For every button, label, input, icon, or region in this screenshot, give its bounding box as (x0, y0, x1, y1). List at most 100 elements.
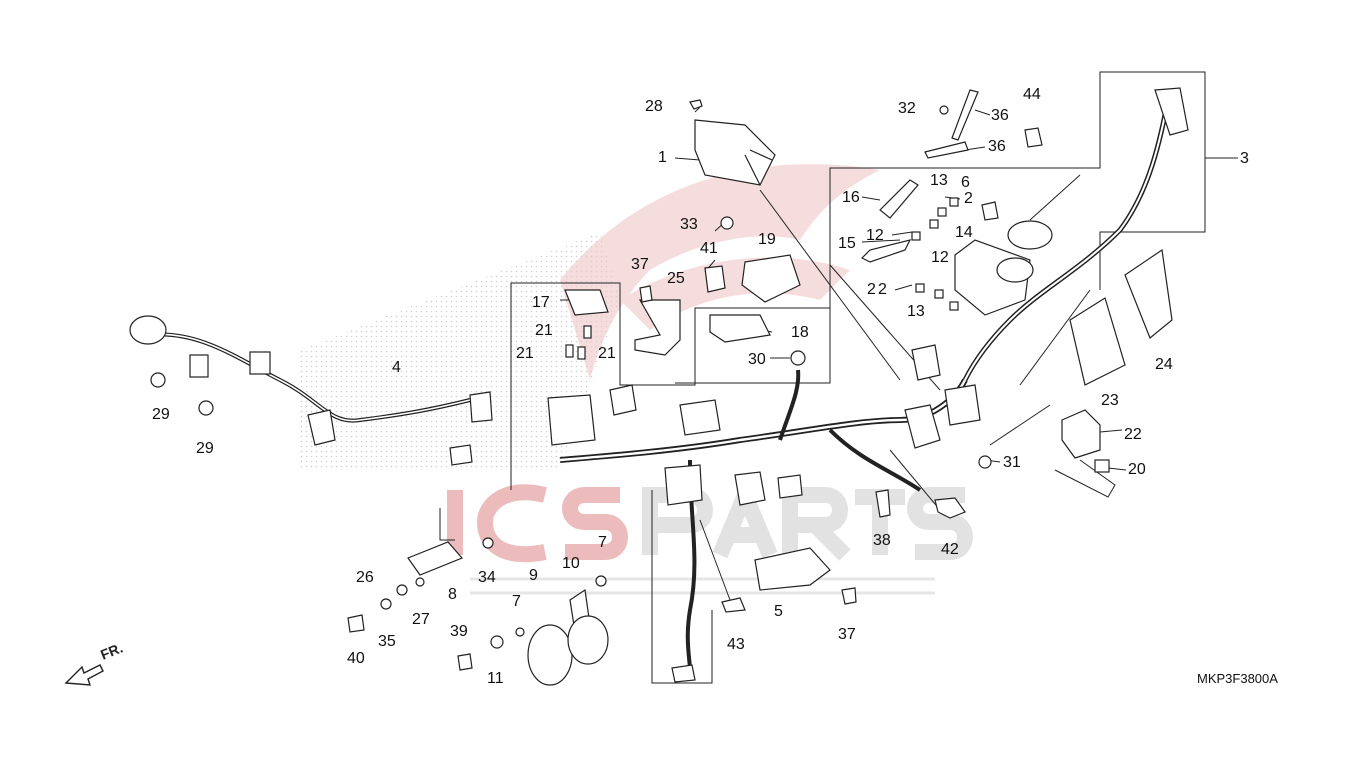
washer-35 (380, 598, 392, 610)
coupler-a (547, 394, 596, 446)
callout-1: 1 (658, 149, 667, 166)
callout-18: 18 (791, 324, 809, 341)
washer-27 (415, 577, 425, 587)
clamp-42 (934, 497, 966, 519)
strap-36a (951, 89, 979, 141)
callout-13: 13 (930, 172, 948, 189)
callout-13: 13 (907, 303, 925, 320)
watermark (300, 164, 973, 595)
callout-8: 8 (448, 586, 457, 603)
callout-29: 29 (196, 440, 214, 457)
coupler-4c (307, 409, 336, 446)
coupler-c (664, 464, 703, 506)
callout-2: 2 (867, 281, 876, 298)
callout-33: 33 (680, 216, 698, 233)
bolt-37a (639, 285, 653, 303)
collar-26 (396, 584, 408, 596)
main-lead-3-inner (964, 99, 1169, 381)
bracket-5 (754, 547, 831, 591)
bolt-28 (689, 99, 703, 110)
terminal-2b (915, 283, 925, 293)
fuse-21c (577, 346, 586, 360)
bolt-38 (875, 489, 891, 518)
callout-21: 21 (598, 345, 616, 362)
callout-25: 25 (667, 270, 685, 287)
boot-cap (129, 315, 167, 345)
callout-19: 19 (758, 231, 776, 248)
clip-30 (790, 350, 806, 366)
callout-17: 17 (532, 294, 550, 311)
watermark-tagline-bar (470, 577, 935, 595)
callout-6: 6 (961, 174, 970, 191)
coupler-4b (249, 351, 271, 375)
terminal-13a (937, 207, 947, 217)
watermark-stipple (300, 232, 620, 470)
callout-27: 27 (412, 611, 430, 628)
relay-box-17 (564, 289, 609, 316)
callout-26: 26 (356, 569, 374, 586)
callout-39: 39 (450, 623, 468, 640)
sub-harness-4-inner (149, 333, 471, 422)
washer-7 (515, 627, 525, 637)
coupler-b (679, 399, 721, 436)
module-23 (1069, 297, 1126, 386)
callout-41: 41 (700, 240, 718, 257)
lead-terminal-cap (1154, 87, 1189, 136)
washer-10 (595, 575, 607, 587)
fuse-21b (565, 344, 574, 358)
relay-41 (704, 265, 726, 293)
coupler-g (944, 384, 981, 426)
callout-2: 2 (964, 190, 973, 207)
callout-21: 21 (535, 322, 553, 339)
callout-36: 36 (991, 107, 1009, 124)
callout-14: 14 (955, 224, 973, 241)
fuse-box-15 (860, 239, 912, 263)
callout-28: 28 (645, 98, 663, 115)
terminal-12a (911, 231, 921, 241)
coupler-j (671, 664, 696, 683)
bracket-8 (407, 541, 464, 576)
nut-34 (482, 537, 494, 549)
callout-22: 22 (1124, 426, 1142, 443)
callout-38: 38 (873, 532, 891, 549)
callout-24: 24 (1155, 356, 1173, 373)
callout-5: 5 (774, 603, 783, 620)
connector-44 (1024, 127, 1043, 148)
connector-6 (981, 201, 999, 221)
bolt-37b (841, 587, 857, 605)
fuse-box-16 (879, 179, 919, 219)
callout-9: 9 (529, 567, 538, 584)
front-arrow-icon (64, 664, 104, 686)
terminal-12b (934, 289, 944, 299)
parts (129, 87, 1189, 686)
callout-31: 31 (1003, 454, 1021, 471)
bolt-39 (457, 653, 473, 671)
clip-29a (150, 372, 166, 388)
strap-36b (924, 141, 969, 159)
horn-body (527, 624, 573, 686)
diagram-code: MKP3F3800A (1197, 671, 1278, 686)
relay-20 (1094, 459, 1110, 473)
callout-4: 4 (392, 359, 401, 376)
bolt-40 (347, 614, 365, 633)
callout-37: 37 (838, 626, 856, 643)
callout-40: 40 (347, 650, 365, 667)
callout-35: 35 (378, 633, 396, 650)
callout-32: 32 (898, 100, 916, 117)
horn-body-2 (567, 615, 609, 665)
group-frames (439, 71, 1206, 684)
callout-16: 16 (842, 189, 860, 206)
fuse-21a (583, 325, 592, 339)
coupler-d (734, 471, 766, 506)
callout-10: 10 (562, 555, 580, 572)
coupler-f (904, 404, 941, 449)
harness-branch-3 (828, 428, 922, 492)
coil-cylinder-2 (996, 257, 1034, 283)
bracket-25 (634, 299, 681, 356)
harness-branch-2 (778, 369, 801, 441)
module-24 (1124, 248, 1173, 339)
cover-19 (741, 254, 801, 303)
terminal-2a (949, 197, 959, 207)
callout-7: 7 (598, 534, 607, 551)
callout-7: 7 (512, 593, 521, 610)
